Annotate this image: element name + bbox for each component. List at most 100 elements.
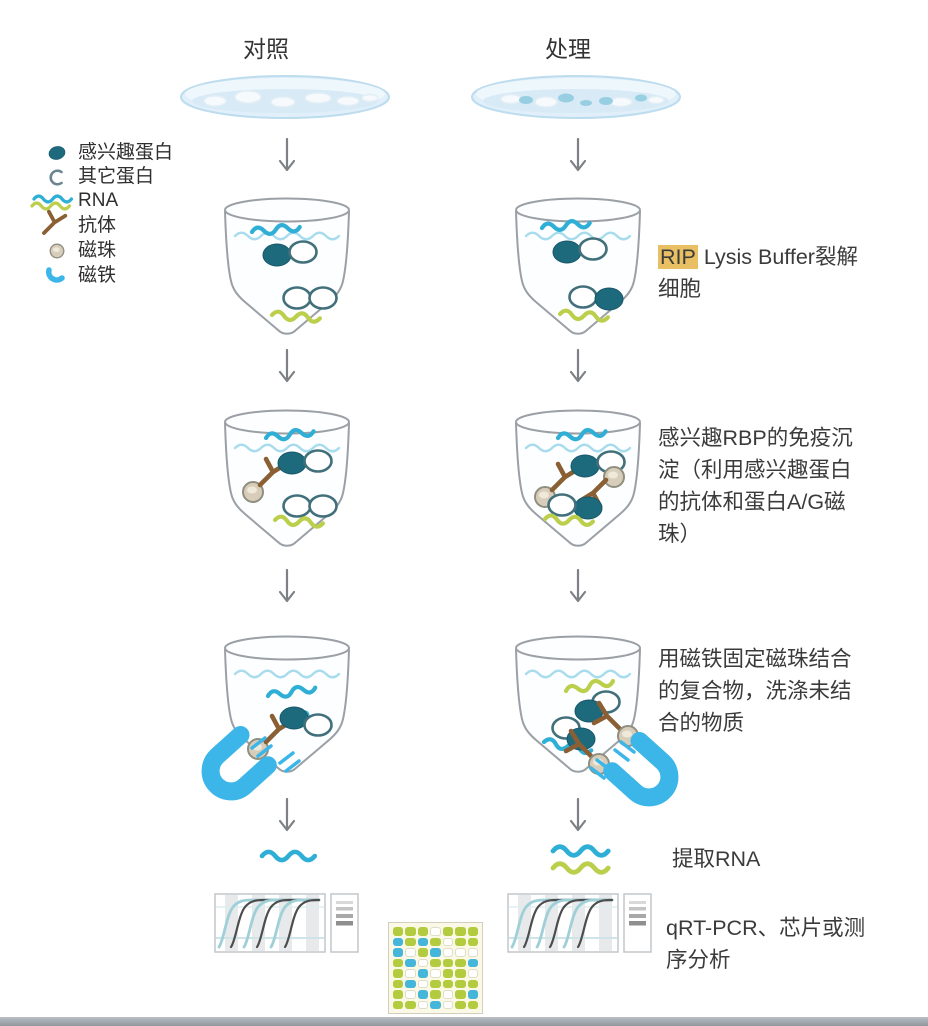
microarray-cell (430, 937, 441, 946)
microarray-cell (417, 948, 429, 957)
microarray-cell (417, 927, 429, 936)
tube-lysate-treatment (514, 197, 642, 335)
microarray-cell (442, 948, 454, 957)
microarray-cell (405, 958, 416, 967)
microarray-cell (467, 937, 478, 946)
magnet-treatment (612, 741, 678, 806)
microarray-cell (442, 1000, 454, 1009)
extracted-rna-control (262, 852, 315, 860)
microarray-cell (405, 937, 416, 946)
legend-label-magnetic-bead: 磁珠 (78, 240, 117, 261)
legend-label-rna: RNA (78, 190, 119, 211)
microarray-cell (430, 958, 441, 967)
microarray-cell (417, 1000, 429, 1009)
legend-label-antibody: 抗体 (78, 215, 117, 236)
microarray-cell (430, 948, 441, 957)
microarray-cell (455, 937, 466, 946)
microarray-cell (393, 1000, 404, 1009)
microarray-cell (417, 969, 429, 978)
microarray-cell (455, 990, 466, 999)
arrow-step3-treatment (569, 568, 587, 603)
microarray-cell (393, 948, 404, 957)
microarray-cell (442, 969, 454, 978)
microarray-cell (442, 990, 454, 999)
arrow-step1-treatment (569, 137, 587, 172)
bottom-edge-bar (0, 1017, 928, 1026)
other-protein-icon (49, 169, 63, 186)
tube-wash-control (223, 635, 351, 773)
microarray-cell (393, 979, 404, 988)
microarray-cell (467, 979, 478, 988)
microarray-cell (455, 969, 466, 978)
microarray-cell (467, 969, 478, 978)
microarray-cell (393, 969, 404, 978)
qpcr-plot-treatment (506, 892, 620, 954)
microarray-cell (455, 958, 466, 967)
tube-ip-control (223, 409, 351, 547)
microarray-cell (430, 990, 441, 999)
microarray-cell (430, 969, 441, 978)
microarray-cell (467, 948, 478, 957)
magnet-icon (46, 267, 65, 283)
microarray-cell (405, 990, 416, 999)
legend-label-protein-of-interest: 感兴趣蛋白 (78, 142, 174, 163)
microarray-cell (442, 927, 454, 936)
microarray-cell (430, 979, 441, 988)
microarray-cell (417, 937, 429, 946)
microarray-cell (467, 927, 478, 936)
microarray-cell (455, 927, 466, 936)
microarray-cell (430, 1000, 441, 1009)
rna-icon (30, 194, 74, 211)
microarray-cell (405, 979, 416, 988)
microarray (388, 922, 483, 1014)
microarray-cell (467, 990, 478, 999)
microarray-cell (442, 937, 454, 946)
microarray-cell (393, 927, 404, 936)
tube-lysate-control (223, 197, 351, 335)
microarray-cell (467, 958, 478, 967)
microarray-cell (455, 979, 466, 988)
microarray-cell (417, 958, 429, 967)
qpcr-plot-control (213, 892, 327, 954)
arrow-step4-control (278, 797, 296, 832)
microarray-cell (393, 990, 404, 999)
annotation-lysis: RIP Lysis Buffer裂解细胞 (658, 241, 863, 305)
gel-lane-control (330, 893, 359, 953)
microarray-cell (430, 927, 441, 936)
microarray-cell (405, 927, 416, 936)
petri-dish-control (180, 75, 390, 119)
microarray-cell (405, 969, 416, 978)
legend-label-other-protein: 其它蛋白 (78, 166, 155, 187)
magnetic-bead-icon (49, 243, 65, 259)
microarray-cell (405, 1000, 416, 1009)
arrow-step1-control (278, 137, 296, 172)
microarray-cell (442, 958, 454, 967)
annotation-magnet-wash: 用磁铁固定磁珠结合的复合物，洗涤未结合的物质 (658, 647, 852, 735)
microarray-cell (417, 979, 429, 988)
microarray-cell (442, 979, 454, 988)
protein-of-interest-icon (47, 144, 67, 162)
microarray-cell (455, 948, 466, 957)
arrow-step2-control (278, 348, 296, 383)
annotation-lysis-text: Lysis Buffer裂解细胞 (658, 245, 858, 301)
gel-lane-treatment (623, 893, 652, 953)
extracted-rna-treatment (553, 847, 608, 873)
microarray-cell (467, 1000, 478, 1009)
legend-label-magnet: 磁铁 (78, 265, 117, 286)
arrow-step2-treatment (569, 348, 587, 383)
arrow-step3-control (278, 568, 296, 603)
microarray-cell (393, 937, 404, 946)
arrow-step4-treatment (569, 797, 587, 832)
rip-highlight: RIP (658, 245, 698, 269)
annotation-immunoprecipitation: 感兴趣RBP的免疫沉淀（利用感兴趣蛋白的抗体和蛋白A/G磁珠） (658, 426, 853, 546)
annotation-extract-rna: 提取RNA (672, 847, 761, 871)
microarray-cell (455, 1000, 466, 1009)
microarray-cell (405, 948, 416, 957)
petri-dish-treatment (471, 75, 681, 119)
annotation-analysis: qRT-PCR、芯片或测序分析 (666, 916, 866, 972)
antibody-icon (42, 209, 68, 235)
microarray-cell (417, 990, 429, 999)
column-title-control: 对照 (243, 36, 289, 62)
